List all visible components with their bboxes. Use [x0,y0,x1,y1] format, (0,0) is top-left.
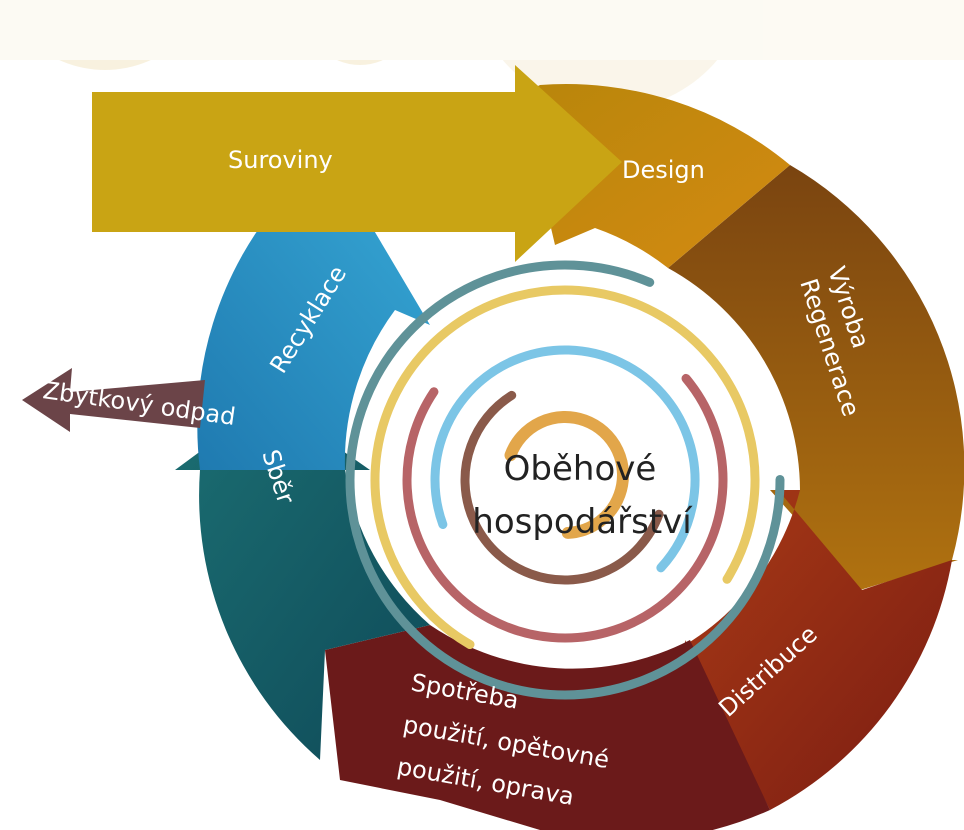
inner-rings [345,260,785,700]
center-title-line2: hospodářství [472,502,693,542]
ring-teal [345,260,785,700]
sber-segment [175,400,430,760]
background-decoration [0,0,964,110]
recyklace-segment [197,190,430,470]
suroviny-arrow [92,65,622,262]
vyroba-segment [668,165,964,590]
ring-blue [430,345,700,615]
distribuce-segment [685,490,952,810]
design-segment [520,84,790,268]
label-design: Design [622,156,705,184]
label-suroviny: Suroviny [228,146,333,174]
ring-rose [402,317,728,643]
ring-brown [460,375,670,585]
odpad-arrow [22,368,205,432]
center-title-line1: Oběhové [504,449,657,489]
ring-orange [501,410,629,539]
ring-yellow [370,285,760,675]
